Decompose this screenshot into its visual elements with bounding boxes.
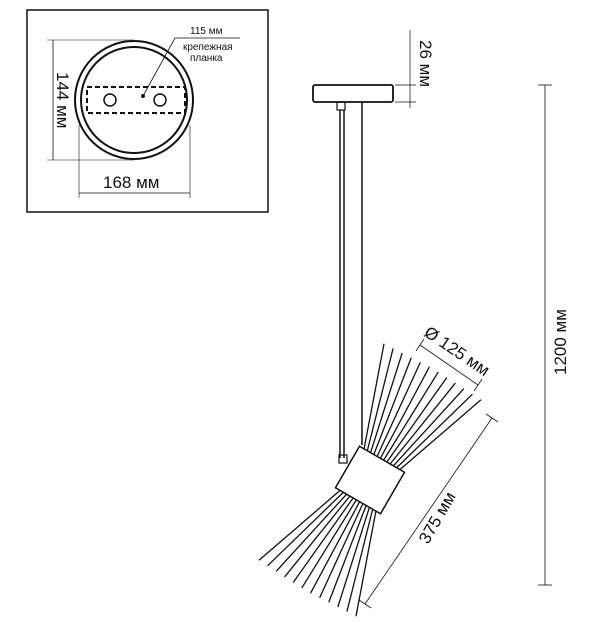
shade-strand (363, 343, 385, 452)
shade-strand (366, 348, 394, 453)
total-height-dim (538, 84, 552, 586)
ceiling-canopy (312, 30, 416, 111)
shade-strand (292, 495, 355, 583)
lamp-length-dim-label: 375 мм (415, 489, 460, 547)
shade-strand (301, 497, 358, 589)
shade-strand (284, 494, 352, 578)
canopy-inner-circle (80, 46, 188, 154)
mount-plate-outline (86, 86, 186, 114)
mount-plate-label-1: крепежная (183, 42, 233, 53)
shade-strand (319, 501, 365, 599)
shade-strand (258, 488, 343, 561)
shade-strand (372, 357, 412, 457)
mount-plate-label-2: планка (190, 53, 223, 64)
lamp-center-body (334, 445, 406, 515)
canopy-width-dim-label: 168 мм (103, 173, 159, 192)
shade-strand (328, 503, 368, 603)
shade-strand (382, 371, 439, 463)
shade-strand (309, 499, 362, 594)
canopy-inset (26, 9, 269, 213)
screw-hole (153, 93, 167, 107)
inset-frame (26, 9, 269, 213)
shade-strand (355, 508, 377, 617)
shade-strand (378, 366, 431, 461)
shade-strand (388, 382, 456, 466)
lamp-shade-body (258, 343, 482, 617)
length-dim (358, 413, 499, 609)
diameter-dim (415, 338, 483, 392)
suspension-rods (338, 102, 363, 464)
shade-strand (369, 352, 403, 455)
canopy-outer-circle (74, 40, 194, 160)
shade-strand (267, 490, 346, 567)
shade-strand (275, 492, 349, 572)
shade-strand (397, 399, 482, 472)
shade-strand (346, 507, 374, 612)
shade-strand (375, 361, 421, 459)
shade-strand (385, 377, 448, 465)
total-height-dim-label: 1200 мм (551, 309, 570, 375)
screw-hole (103, 93, 117, 107)
mount-plate-size-label: 115 мм (190, 26, 223, 37)
canopy-height-dim-label: 144 мм (53, 72, 72, 128)
shade-strand (391, 388, 465, 468)
shade-diameter-dim-label: Ø 125 мм (421, 323, 493, 380)
shade-strand (337, 505, 371, 608)
leader-line (142, 37, 240, 97)
shade-strand (394, 393, 473, 470)
canopy-thickness-dim-label: 26 мм (416, 40, 435, 87)
